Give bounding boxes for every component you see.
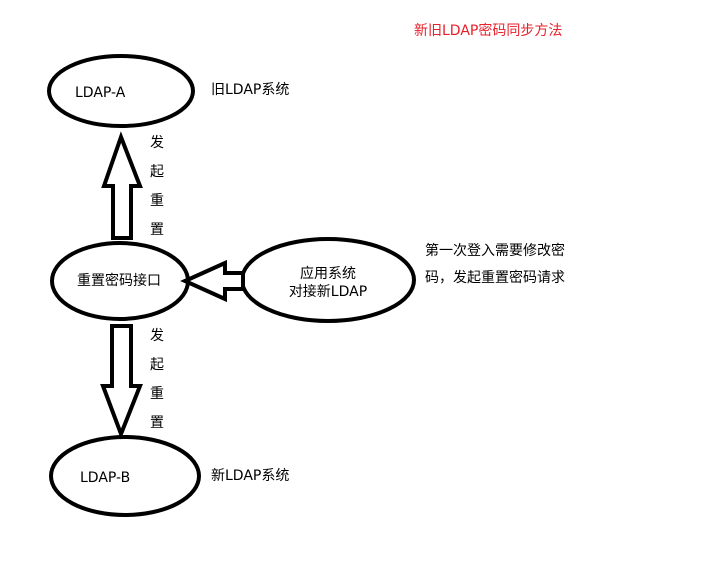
up-arrow-label: 发起重置 [150,135,164,238]
ldap-a-label: LDAP-A [75,85,126,101]
ldap-b-note: 新LDAP系统 [211,468,290,484]
left-arrow [180,259,245,303]
app-note: 第一次登入需要修改密码，发起重置密码请求 [425,243,565,286]
diagram-title: 新旧LDAP密码同步方法 [414,23,563,39]
app-system-line1: 应用系统 [300,266,356,282]
ldap-b-label: LDAP-B [80,470,131,486]
down-arrow [100,324,143,440]
down-arrow-label: 发起重置 [150,328,164,431]
ldap-a-note: 旧LDAP系统 [211,82,290,98]
up-arrow [101,131,143,240]
app-system-label: 应用系统 对接新LDAP [276,265,380,301]
app-system-line2: 对接新LDAP [288,284,368,300]
reset-password-label: 重置密码接口 [77,273,161,289]
ldap-a-node [47,54,195,128]
ldap-b-node [49,435,201,517]
